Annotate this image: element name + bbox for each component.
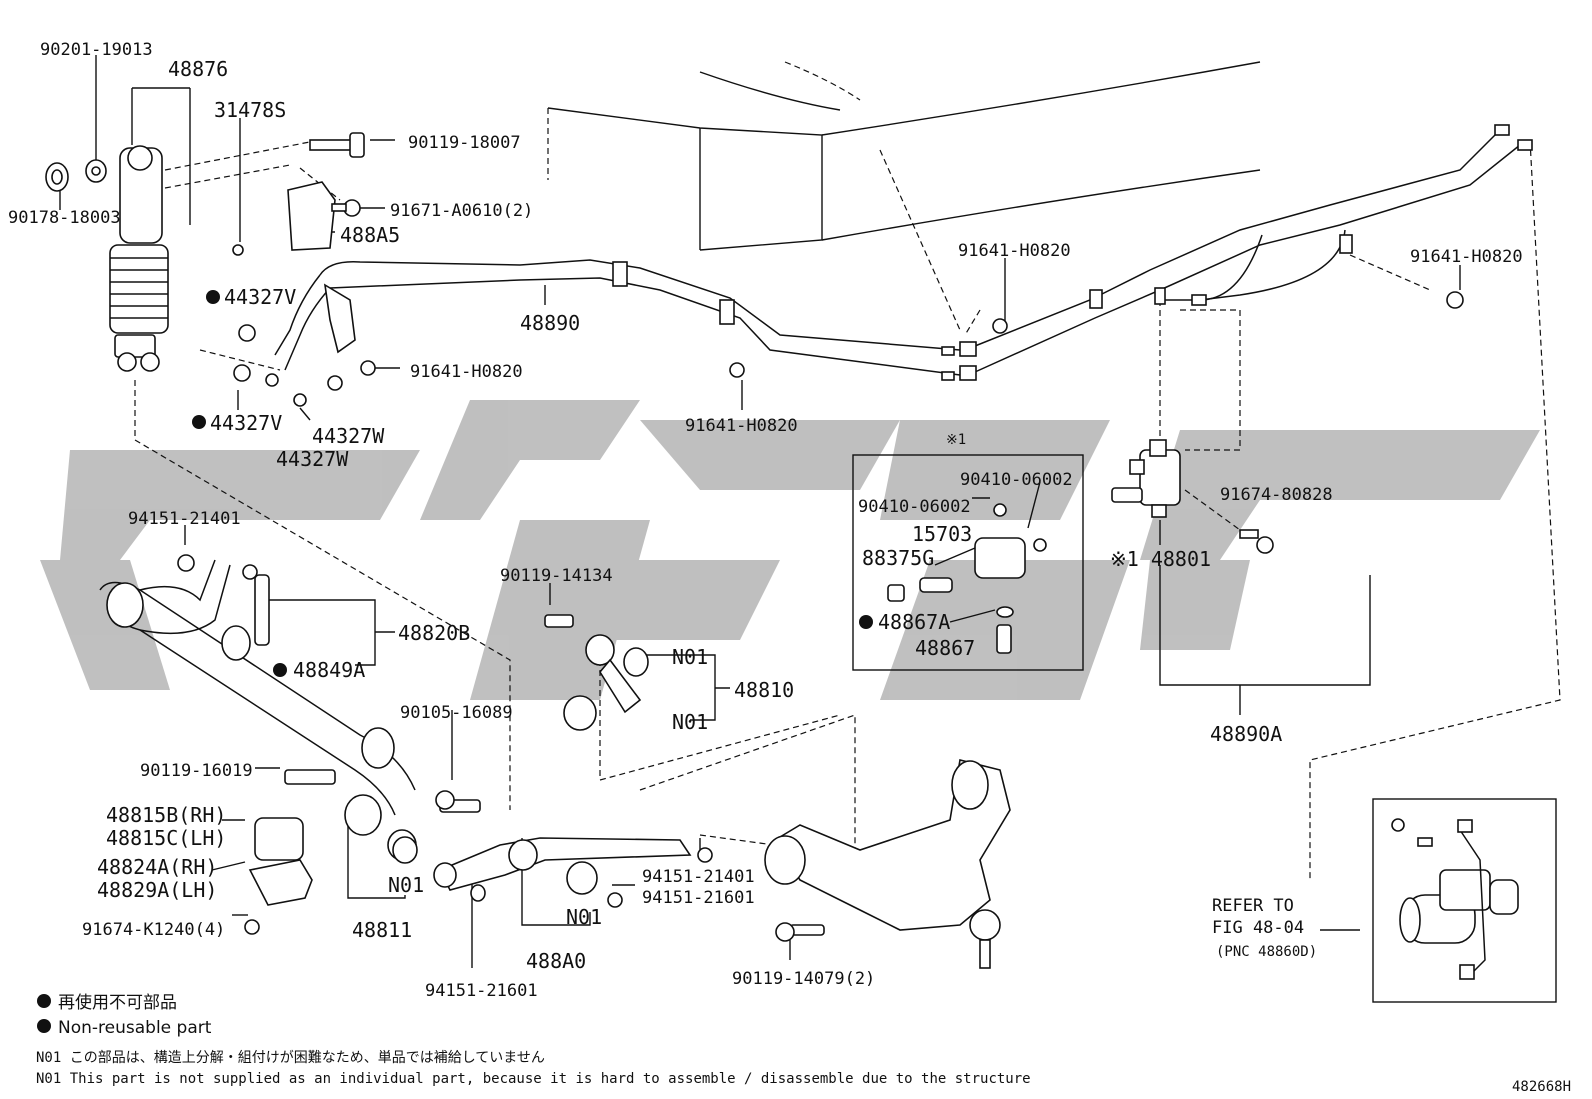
arm-488A0 [392, 836, 713, 908]
label-90119-14079: 90119-14079(2) [732, 969, 875, 989]
label-15703: 15703 [912, 522, 972, 546]
label-48849a: 48849A [293, 658, 365, 682]
stabilizer-bar [99, 554, 481, 935]
label-48890a: 48890A [1210, 722, 1282, 746]
label-90410-06002-b: 90410-06002 [858, 497, 971, 517]
label-44327w-b: 44327W [276, 447, 349, 471]
label-n01-b: N01 [672, 710, 708, 734]
legend-n01-en: N01 This part is not supplied as an indi… [36, 1071, 1031, 1087]
label-91671-a0610: 91671-A0610(2) [390, 201, 533, 221]
valve-48801 [1111, 439, 1274, 554]
label-90105-16089: 90105-16089 [400, 703, 513, 723]
shock-absorber [109, 145, 169, 372]
label-n01-a: N01 [672, 645, 708, 669]
hydraulic-tubes [274, 129, 1521, 376]
label-48811: 48811 [352, 918, 412, 942]
label-90410-06002-a: 90410-06002 [960, 470, 1073, 490]
label-48829a: 48829A(LH) [97, 878, 217, 902]
label-91641-h0820-a: 91641-H0820 [410, 362, 523, 382]
legend-n01-jp: N01 この部品は、構造上分解・組付けが困難なため、単品では補給していません [36, 1050, 545, 1066]
reference-inset [1372, 798, 1557, 1003]
label-star1: ※1 [946, 432, 966, 448]
legend-en: Non-reusable part [58, 1018, 212, 1038]
knuckle-arm [764, 759, 1011, 969]
label-48820b: 48820B [398, 621, 470, 645]
cover-488A5 [287, 181, 336, 251]
bracket-48890 [323, 283, 376, 376]
label-91641-h0820-d: 91641-H0820 [1410, 247, 1523, 267]
washer-90178-18003 [45, 162, 69, 192]
leader-lines-solid [59, 55, 1461, 968]
label-48876: 48876 [168, 57, 228, 81]
label-91641-h0820-c: 91641-H0820 [958, 241, 1071, 261]
clips-44327 [232, 244, 343, 407]
bolt-91671 [331, 199, 361, 217]
label-94151-21601-a: 94151-21601 [425, 981, 538, 1001]
reference-text: REFER TO FIG 48-04 (PNC 48860D) [1212, 896, 1317, 960]
legend: 再使用不可部品 Non-reusable part N01 この部品は、構造上分… [36, 992, 1031, 1087]
reference-line-2: FIG 48-04 [1212, 918, 1304, 938]
label-91641-h0820-b: 91641-H0820 [685, 416, 798, 436]
tube-clips [612, 124, 1533, 381]
label-90119-14134: 90119-14134 [500, 566, 613, 586]
label-44327v-top: 44327V [224, 285, 296, 309]
label-94151-21601-b: 94151-21601 [642, 888, 755, 908]
label-91674-k1240: 91674-K1240(4) [82, 920, 225, 940]
label-44327w-a: 44327W [312, 424, 385, 448]
label-90119-16019: 90119-16019 [140, 761, 253, 781]
vehicle-body-outline [547, 61, 1261, 251]
inset-box [852, 454, 1084, 671]
label-n01-d: N01 [566, 905, 602, 929]
link-48810 [544, 614, 649, 731]
label-48867a: 48867A [878, 610, 950, 634]
label-48815c: 48815C(LH) [106, 826, 226, 850]
washer-90201-19013 [85, 159, 107, 183]
non-reusable-markers [37, 290, 873, 1033]
label-94151-21401-b: 94151-21401 [642, 867, 755, 887]
legend-jp: 再使用不可部品 [58, 992, 177, 1013]
label-90201-19013: 90201-19013 [40, 40, 153, 60]
label-48801: ※1 48801 [1110, 547, 1211, 571]
reference-line-1: REFER TO [1212, 896, 1294, 916]
label-48824a: 48824A(RH) [97, 855, 217, 879]
label-88375g: 88375G [862, 546, 934, 570]
label-90119-18007: 90119-18007 [408, 133, 521, 153]
label-31478s: 31478S [214, 98, 286, 122]
label-n01-c: N01 [388, 873, 424, 897]
label-48867: 48867 [915, 636, 975, 660]
diagram-code: 482668H [1512, 1079, 1571, 1095]
label-90178-18003: 90178-18003 [8, 208, 121, 228]
label-48890: 48890 [520, 311, 580, 335]
bolt-90119-18007 [309, 132, 365, 158]
reference-line-3: (PNC 48860D) [1216, 944, 1317, 960]
label-44327v-bottom: 44327V [210, 411, 282, 435]
label-488a0: 488A0 [526, 949, 586, 973]
part-labels: 90201-19013 48876 31478S 90119-18007 916… [8, 40, 1523, 1001]
label-91674-80828: 91674-80828 [1220, 485, 1333, 505]
label-94151-21401-a: 94151-21401 [128, 509, 241, 529]
label-48810: 48810 [734, 678, 794, 702]
watermark [40, 400, 1540, 700]
label-48815b: 48815B(RH) [106, 803, 226, 827]
label-488a5: 488A5 [340, 223, 400, 247]
